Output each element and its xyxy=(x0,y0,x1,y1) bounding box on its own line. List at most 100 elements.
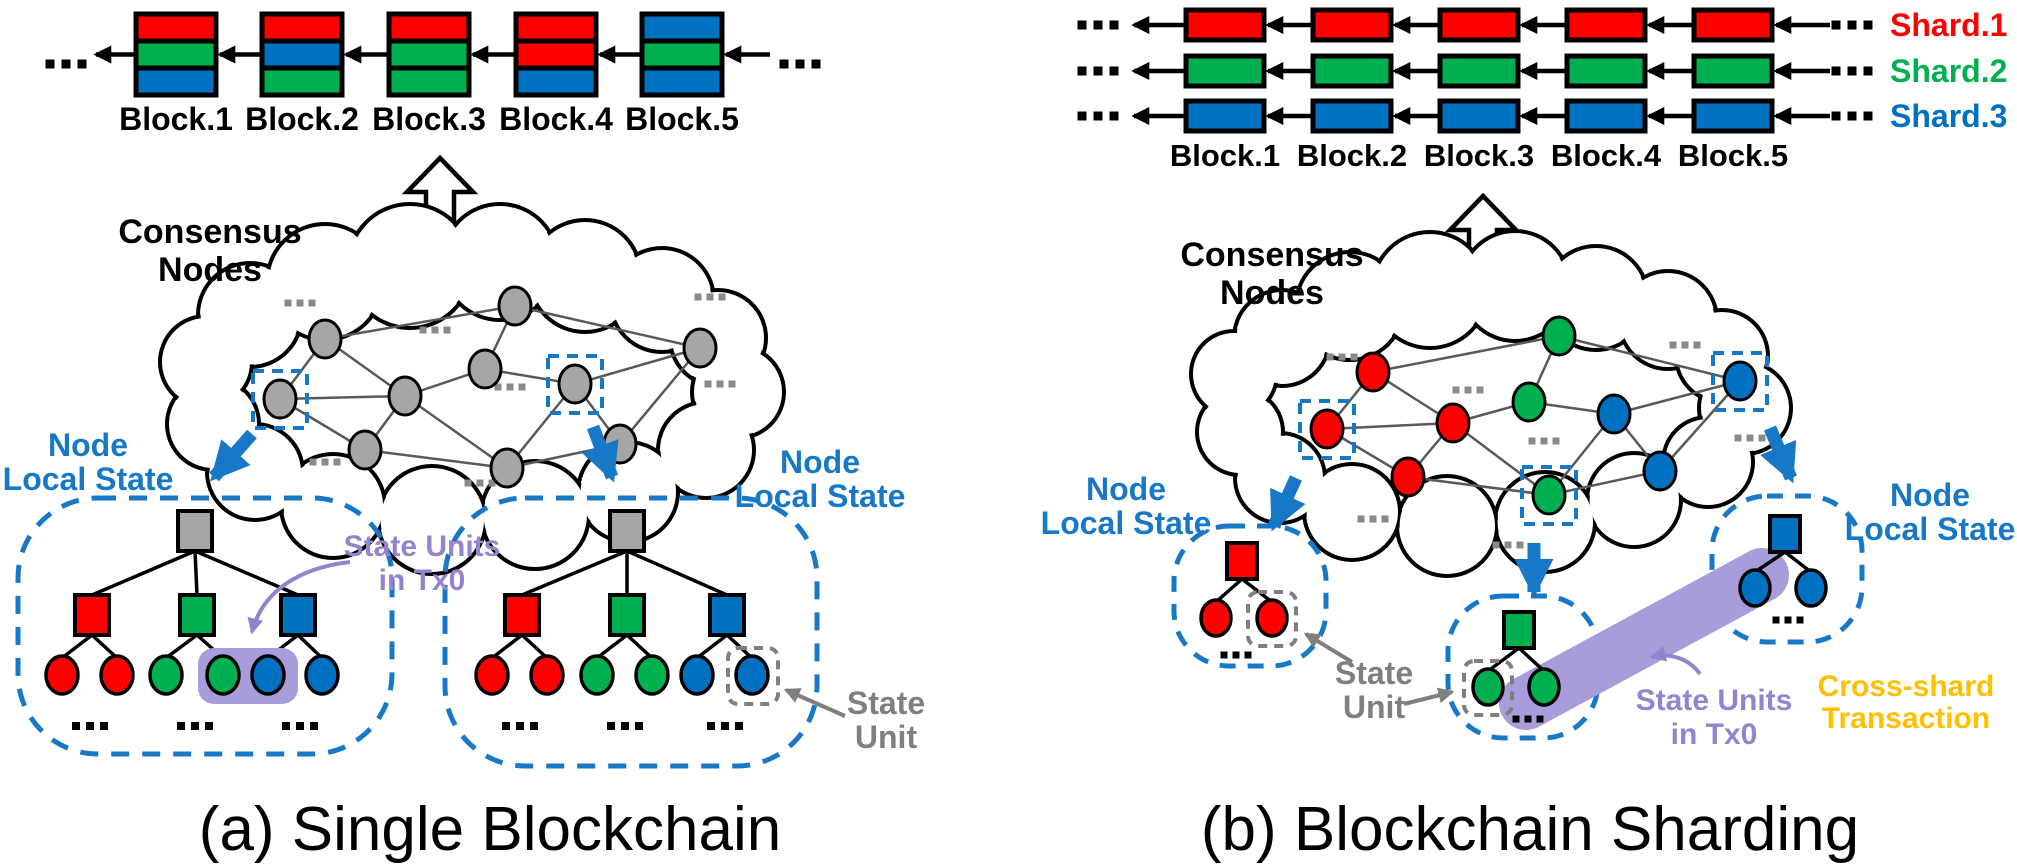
consensus-node xyxy=(1531,474,1567,516)
consensus-node xyxy=(262,378,298,420)
shard-block xyxy=(1691,98,1775,134)
local-state-blob xyxy=(1171,523,1329,669)
state-tree-root xyxy=(1768,514,1802,554)
chain-block xyxy=(639,11,725,98)
block-label: Block.5 xyxy=(1678,138,1788,173)
selected-node-box xyxy=(546,354,604,415)
consensus-node xyxy=(1435,402,1471,444)
download-state-arrow xyxy=(581,424,619,483)
consensus-node xyxy=(1511,381,1547,423)
block-stripe xyxy=(133,38,219,71)
state-units-tx0-label: in Tx0 xyxy=(379,564,466,597)
cloud-ellipsis-dots xyxy=(1734,434,1766,442)
block-stripe xyxy=(513,65,599,98)
block-stripe xyxy=(386,11,472,44)
state-unit-box xyxy=(726,646,780,706)
shard-block xyxy=(1310,53,1394,89)
state-unit-leaf xyxy=(474,654,510,696)
consensus-node xyxy=(307,318,343,360)
selected-node-box xyxy=(1520,465,1578,526)
tree-ellipsis-dots xyxy=(1772,616,1804,624)
state-tree-root xyxy=(1502,610,1536,650)
block-stripe xyxy=(639,38,725,71)
cloud-ellipsis-dots xyxy=(464,479,496,487)
consensus-node xyxy=(387,375,423,417)
consensus-node xyxy=(682,327,718,369)
network-edge xyxy=(574,346,701,386)
block-stripe xyxy=(133,11,219,44)
consensus-node xyxy=(1642,450,1678,492)
shard-ellipsis-left xyxy=(1077,20,1119,30)
state-unit-leaf xyxy=(1255,598,1289,638)
block-stripe xyxy=(513,11,599,44)
consensus-nodes-label: Consensus xyxy=(1180,236,1363,274)
shard-row xyxy=(1183,98,1775,134)
state-unit-leaf xyxy=(634,654,670,696)
selected-node-box xyxy=(1298,399,1356,460)
chain-block xyxy=(259,11,345,98)
block-stripe xyxy=(639,65,725,98)
block-stripe xyxy=(133,65,219,98)
shard-label: Shard.3 xyxy=(1890,98,2007,134)
state-unit-leaf xyxy=(148,654,184,696)
state-units-tx0-label: State Units xyxy=(344,530,501,563)
shard-state-tree xyxy=(1738,514,1828,608)
shard-block xyxy=(1437,98,1521,134)
block-label: Block.3 xyxy=(372,101,486,137)
consensus-node xyxy=(467,348,503,390)
local-state-blob xyxy=(442,495,820,769)
consensus-node xyxy=(1596,393,1632,435)
consensus-cloud-a xyxy=(158,202,786,576)
state-tree-branch xyxy=(708,593,746,637)
shard-ellipsis-right xyxy=(1831,66,1873,76)
network-edge xyxy=(1326,421,1454,431)
cross-shard-transaction-label: Cross-shard xyxy=(1818,670,1995,703)
shard-block xyxy=(1183,7,1267,43)
tree-ellipsis-dots xyxy=(502,722,538,730)
state-unit-label: State xyxy=(847,685,925,721)
state-tree-root xyxy=(608,509,646,553)
shard-label: Shard.2 xyxy=(1890,53,2007,89)
cloud-ellipsis-dots xyxy=(1528,437,1560,445)
state-unit-leaf xyxy=(205,654,241,696)
consensus-node xyxy=(347,429,383,471)
local-state-blob xyxy=(15,495,395,757)
network-edge xyxy=(1372,334,1560,374)
cross-shard-band xyxy=(1499,548,1789,730)
network-edge xyxy=(1452,422,1550,496)
state-tree-branch xyxy=(608,593,646,637)
state-unit-pointer-arrow xyxy=(783,688,846,718)
cloud-ellipsis-dots xyxy=(309,458,341,466)
shard-block xyxy=(1437,53,1521,89)
cloud-ellipsis-dots xyxy=(1452,386,1484,394)
state-unit-leaf xyxy=(44,654,80,696)
block-label: Block.5 xyxy=(625,101,739,137)
consensus-node xyxy=(497,285,533,327)
shard-block xyxy=(1564,98,1648,134)
state-unit-leaf xyxy=(304,654,340,696)
state-units-tx0-label: in Tx0 xyxy=(1671,718,1758,751)
block-label: Block.1 xyxy=(119,101,233,137)
network-edge xyxy=(1558,334,1741,383)
network-edge xyxy=(404,394,508,470)
network-edge xyxy=(324,304,516,341)
state-unit-leaf xyxy=(1199,598,1233,638)
shard-block xyxy=(1691,7,1775,43)
download-state-arrow xyxy=(1760,425,1797,484)
cloud-ellipsis-dots xyxy=(1492,541,1524,549)
state-unit-label: Unit xyxy=(855,719,918,755)
tree-ellipsis-dots xyxy=(72,722,108,730)
block-label: Block.4 xyxy=(1551,138,1662,173)
state-tree xyxy=(474,509,780,706)
block-stripe xyxy=(513,38,599,71)
state-unit-leaf xyxy=(734,654,770,696)
shard-block xyxy=(1310,7,1394,43)
network-edge xyxy=(514,304,701,350)
shard-ellipsis-right xyxy=(1831,20,1873,30)
cloud-ellipsis-dots xyxy=(1669,341,1701,349)
shard-row xyxy=(1183,53,1775,89)
shard-block xyxy=(1310,98,1394,134)
network-edge xyxy=(279,394,406,401)
tree-ellipsis-dots xyxy=(282,722,318,730)
block-label: Block.2 xyxy=(245,101,359,137)
